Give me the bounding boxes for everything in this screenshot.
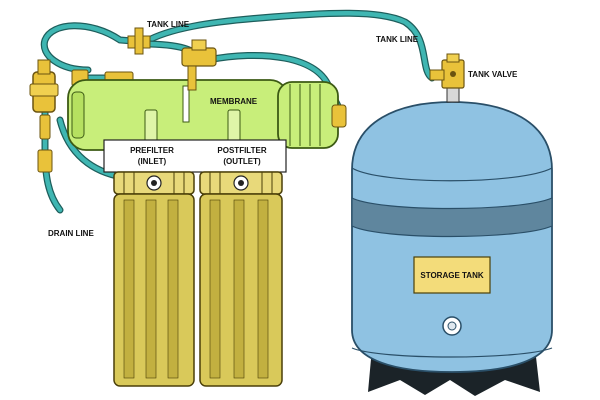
tank-valve	[429, 53, 465, 103]
prefilter-housing	[113, 171, 195, 387]
filter-bracket	[103, 139, 287, 173]
label-storage-tank: STORAGE TANK	[420, 271, 483, 280]
postfilter-housing	[199, 171, 283, 387]
label-membrane: MEMBRANE	[210, 97, 258, 106]
storage-tank	[351, 101, 553, 396]
label-tank-valve: TANK VALVE	[468, 70, 518, 79]
label-postfilter-sub: (OUTLET)	[223, 157, 261, 166]
label-drain-line: DRAIN LINE	[48, 229, 94, 238]
label-prefilter: PREFILTER	[130, 146, 174, 155]
label-tank-line-top: TANK LINE	[147, 20, 190, 29]
flow-restrictor	[181, 39, 217, 91]
label-tank-line-right: TANK LINE	[376, 35, 419, 44]
label-postfilter: POSTFILTER	[217, 146, 266, 155]
tee-fitting	[127, 27, 151, 55]
storage-tank-label-plate	[413, 256, 491, 294]
label-prefilter-sub: (INLET)	[138, 157, 167, 166]
